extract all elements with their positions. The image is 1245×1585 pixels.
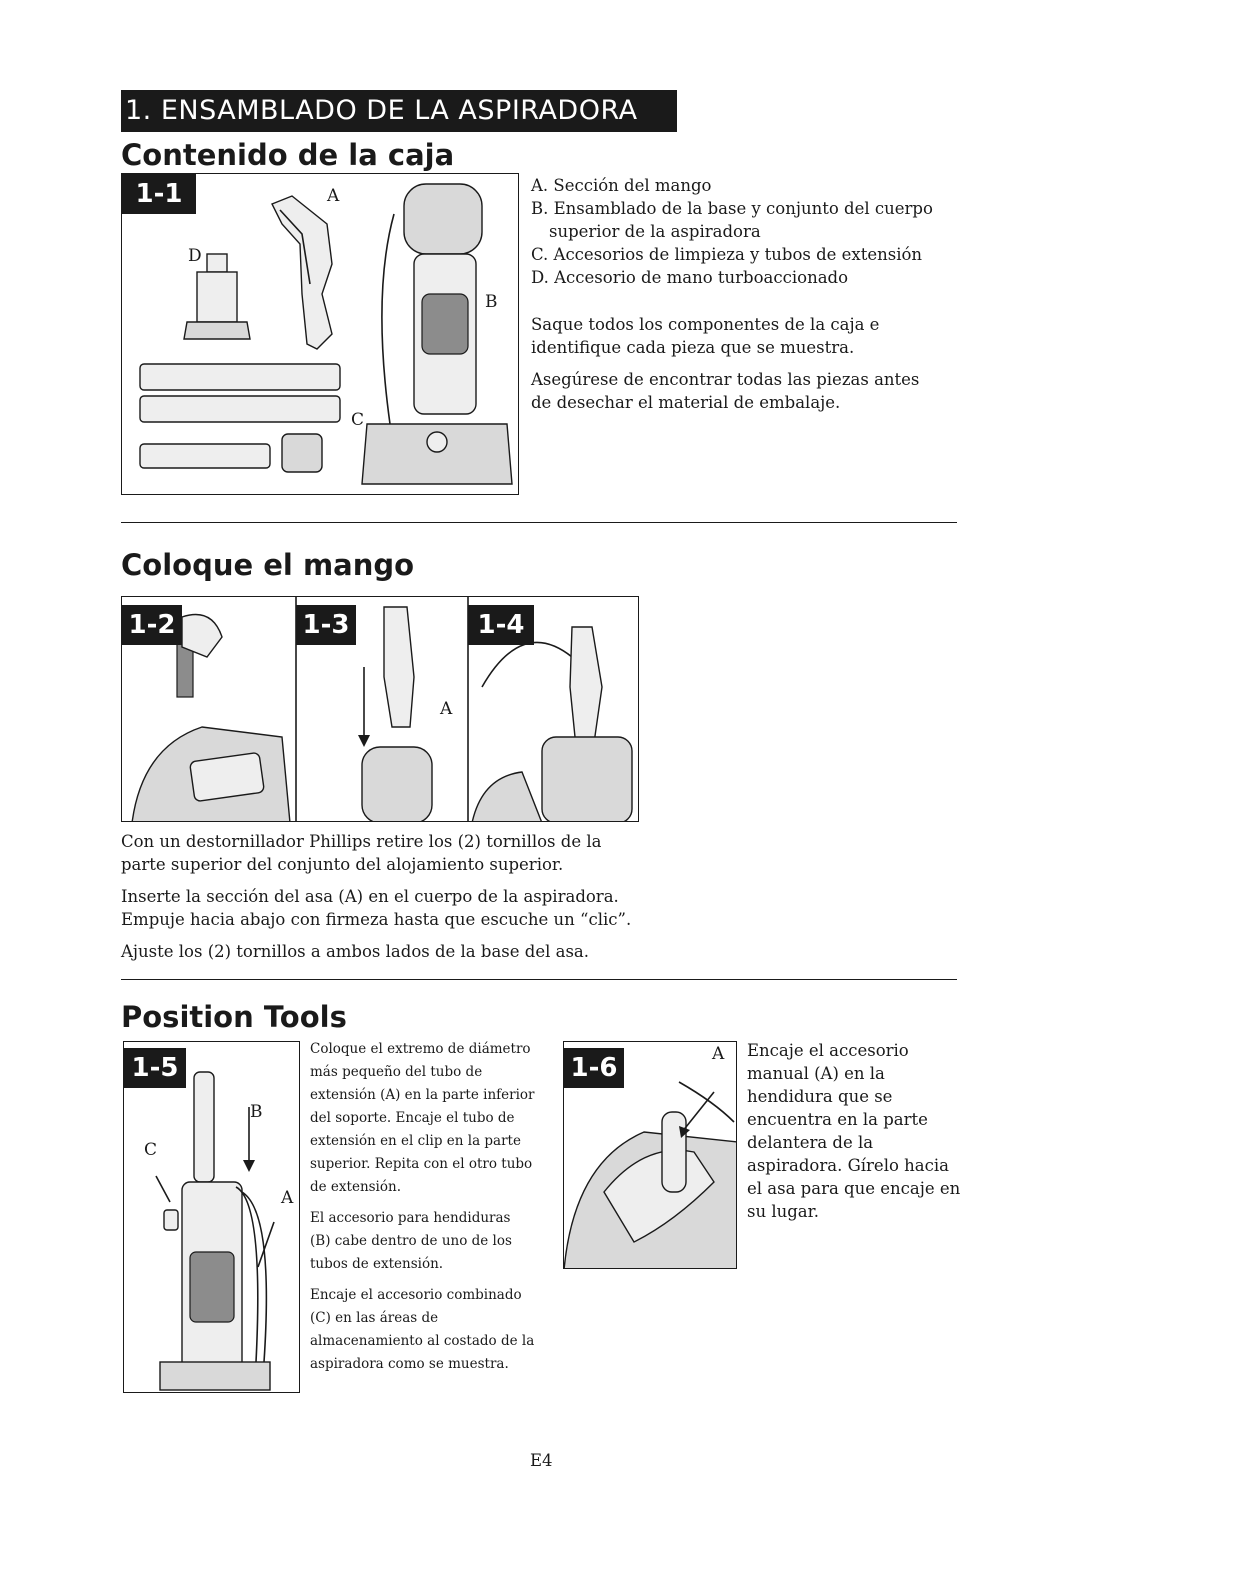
divider — [121, 522, 957, 523]
label-a: A — [440, 699, 453, 719]
label-a: A — [712, 1044, 725, 1064]
list-item: A. Sección del mango — [531, 176, 712, 195]
paragraph: Encaje el accesorio combinado (C) en las… — [310, 1287, 535, 1372]
paragraph: Saque todos los componentes de la caja e… — [531, 315, 880, 357]
figure-tag: 1-1 — [122, 174, 196, 214]
chapter-banner: 1. ENSAMBLADO DE LA ASPIRADORA — [121, 90, 677, 132]
paragraph: Con un destornillador Phillips retire lo… — [121, 832, 602, 874]
list-item: superior de la aspiradora — [549, 222, 761, 241]
label-d: D — [188, 246, 202, 266]
list-item: C. Accesorios de limpieza y tubos de ext… — [531, 245, 923, 264]
figure-1-6: 1-6 A — [563, 1041, 737, 1269]
box-contents-text: A. Sección del mango B. Ensamblado de la… — [531, 174, 951, 423]
paragraph: Inserte la sección del asa (A) en el cue… — [121, 887, 632, 929]
parts-list: A. Sección del mango B. Ensamblado de la… — [531, 174, 951, 289]
figure-tag: 1-3 — [296, 605, 356, 645]
label-b: B — [250, 1102, 263, 1122]
paragraph: Encaje el accesorio manual (A) en la hen… — [747, 1041, 961, 1221]
figure-1-1: 1-1 A B C D — [121, 173, 519, 495]
list-item: B. Ensamblado de la base y conjunto del … — [531, 199, 933, 218]
label-c: C — [144, 1140, 158, 1160]
label-a: A — [327, 186, 340, 206]
box-contents-illustration — [139, 183, 513, 485]
tool-storage-illustration — [155, 1071, 275, 1391]
hand-tool-text: Encaje el accesorio manual (A) en la hen… — [747, 1039, 962, 1232]
figure-tag: 1-4 — [468, 605, 534, 645]
position-tools-text: Coloque el extremo de diámetro más peque… — [310, 1038, 535, 1384]
label-b: B — [485, 292, 498, 312]
page-number: E4 — [530, 1451, 553, 1470]
paragraph: Coloque el extremo de diámetro más peque… — [310, 1041, 535, 1195]
figure-tag: 1-2 — [122, 605, 182, 645]
list-item: D. Accesorio de mano turboaccionado — [531, 268, 849, 287]
paragraph: Ajuste los (2) tornillos a ambos lados d… — [121, 942, 590, 961]
section-title-attach-handle: Coloque el mango — [121, 548, 415, 582]
section-title-position-tools: Position Tools — [121, 1000, 347, 1034]
handle-steps-illustration — [131, 597, 633, 821]
figure-1-5: 1-5 B C A — [123, 1041, 300, 1393]
paragraph: Asegúrese de encontrar todas las piezas … — [531, 370, 920, 412]
hand-tool-illustration — [564, 1081, 736, 1268]
figure-tag: 1-6 — [564, 1048, 624, 1088]
figures-1-2-to-1-4: 1-2 1-3 1-4 A — [121, 596, 639, 822]
attach-handle-text: Con un destornillador Phillips retire lo… — [121, 830, 641, 972]
divider — [121, 979, 957, 980]
label-a: A — [281, 1188, 294, 1208]
paragraph: El accesorio para hendiduras (B) cabe de… — [310, 1210, 512, 1272]
section-title-box-contents: Contenido de la caja — [121, 138, 455, 172]
label-c: C — [351, 410, 365, 430]
figure-tag: 1-5 — [124, 1048, 186, 1088]
